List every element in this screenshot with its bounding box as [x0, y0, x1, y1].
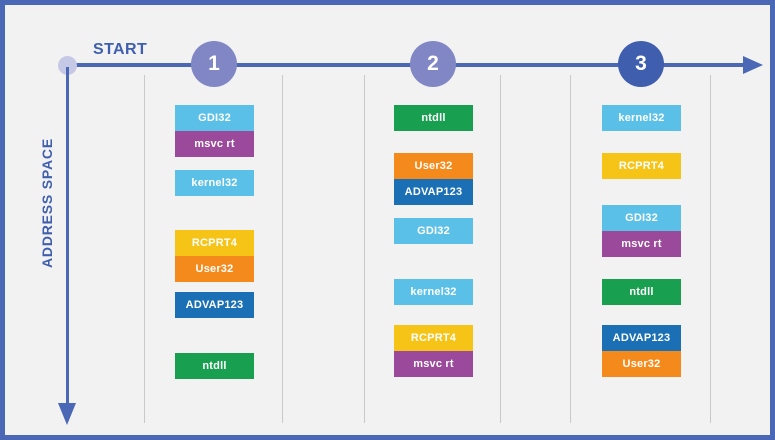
lane-separator-3 — [364, 75, 365, 423]
address-space-arrow-icon — [58, 403, 76, 425]
dll-block-rcprt4[interactable]: RCPRT4 — [602, 153, 681, 179]
dll-block-kernel32[interactable]: kernel32 — [394, 279, 473, 305]
step-circle-3[interactable]: 3 — [618, 41, 664, 87]
dll-block-user32[interactable]: User32 — [602, 351, 681, 377]
dll-block-kernel32[interactable]: kernel32 — [175, 170, 254, 196]
address-space-label: ADDRESS SPACE — [39, 138, 55, 268]
dll-block-advap123[interactable]: ADVAP123 — [175, 292, 254, 318]
dll-block-rcprt4[interactable]: RCPRT4 — [394, 325, 473, 351]
timeline-start-dot-icon — [58, 56, 77, 75]
start-label: START — [93, 41, 148, 58]
lane-separator-4 — [500, 75, 501, 423]
lane-separator-1 — [144, 75, 145, 423]
dll-block-user32[interactable]: User32 — [394, 153, 473, 179]
dll-block-ntdll[interactable]: ntdll — [394, 105, 473, 131]
dll-block-gdi32[interactable]: GDI32 — [175, 105, 254, 131]
timeline-arrow-icon — [743, 56, 763, 74]
dll-block-kernel32[interactable]: kernel32 — [602, 105, 681, 131]
dll-block-gdi32[interactable]: GDI32 — [602, 205, 681, 231]
dll-block-msvc-rt[interactable]: msvc rt — [175, 131, 254, 157]
dll-block-msvc-rt[interactable]: msvc rt — [602, 231, 681, 257]
lane-separator-6 — [710, 75, 711, 423]
dll-block-advap123[interactable]: ADVAP123 — [394, 179, 473, 205]
address-space-axis — [66, 67, 69, 407]
step-circle-2[interactable]: 2 — [410, 41, 456, 87]
timeline-axis — [67, 63, 747, 67]
dll-block-ntdll[interactable]: ntdll — [175, 353, 254, 379]
dll-block-gdi32[interactable]: GDI32 — [394, 218, 473, 244]
lane-separator-5 — [570, 75, 571, 423]
dll-block-advap123[interactable]: ADVAP123 — [602, 325, 681, 351]
lane-separator-2 — [282, 75, 283, 423]
step-circle-1[interactable]: 1 — [191, 41, 237, 87]
dll-block-user32[interactable]: User32 — [175, 256, 254, 282]
dll-block-msvc-rt[interactable]: msvc rt — [394, 351, 473, 377]
dll-block-ntdll[interactable]: ntdll — [602, 279, 681, 305]
dll-block-rcprt4[interactable]: RCPRT4 — [175, 230, 254, 256]
